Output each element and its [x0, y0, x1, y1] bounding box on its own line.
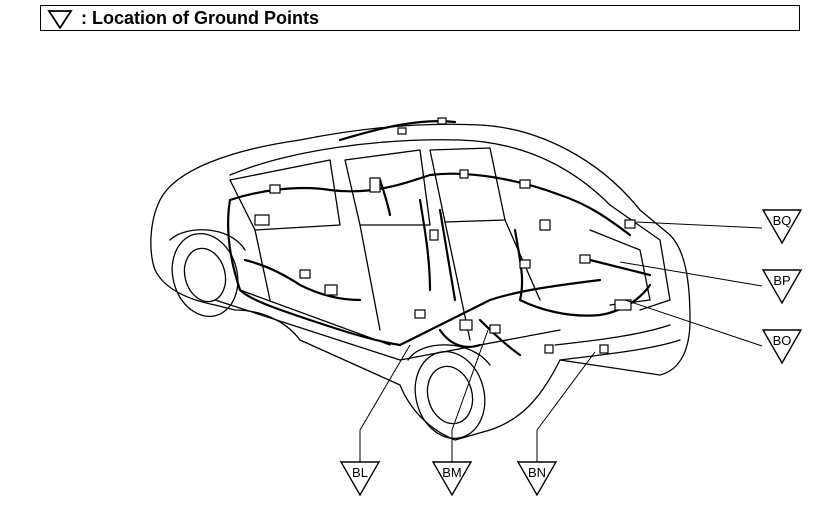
ground-point-leaders: [359, 221, 763, 462]
ground-point-bl: BL: [339, 461, 381, 497]
page-title: : Location of Ground Points: [81, 8, 319, 28]
ground-triangle-icon: [761, 269, 803, 305]
ground-point-symbols: BQ BP BO BL BM BN: [339, 209, 803, 497]
ground-point-bm: BM: [431, 461, 473, 497]
harness-connectors: [254, 117, 636, 354]
ground-triangle-icon: [431, 461, 473, 497]
wiring-harness: [226, 120, 652, 357]
ground-point-bq: BQ: [761, 209, 803, 245]
ground-point-label: BQ: [773, 213, 792, 228]
car-illustration: [150, 123, 691, 441]
ground-point-bn: BN: [516, 461, 558, 497]
ground-point-label: BO: [773, 333, 792, 348]
ground-triangle-icon: [761, 329, 803, 365]
ground-point-label: BP: [773, 273, 790, 288]
ground-triangle-icon: [761, 209, 803, 245]
title-box: : Location of Ground Points: [40, 5, 800, 31]
ground-point-bo: BO: [761, 329, 803, 365]
ground-triangle-icon: [516, 461, 558, 497]
ground-point-label: BM: [442, 465, 462, 480]
ground-point-triangle-icon: [47, 10, 73, 29]
ground-point-label: BN: [528, 465, 546, 480]
ground-point-bp: BP: [761, 269, 803, 305]
ground-triangle-icon: [339, 461, 381, 497]
ground-point-label: BL: [352, 465, 368, 480]
